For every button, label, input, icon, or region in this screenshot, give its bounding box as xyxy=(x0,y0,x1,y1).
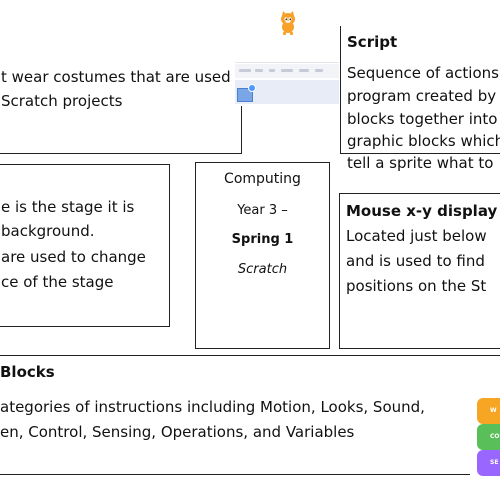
costumes-panel: t wear costumes that are used Scratch pr… xyxy=(0,30,242,154)
costumes-text-line-2: Scratch projects xyxy=(1,92,123,110)
sprite-tile-icon xyxy=(237,88,253,102)
script-line: graphic blocks which xyxy=(347,132,500,150)
block-category-label: SE xyxy=(490,459,499,466)
scratch-screenshot xyxy=(233,0,341,106)
thumbnail-sprite-pane xyxy=(235,80,339,104)
stage-panel: e is the stage it is background. are use… xyxy=(0,164,170,327)
block-category-label: W xyxy=(490,407,497,414)
mouse-xy-panel: Mouse x-y display Located just below and… xyxy=(339,193,500,349)
mouse-heading: Mouse x-y display xyxy=(346,202,498,220)
block-category-icon: SE xyxy=(477,450,500,476)
mouse-line: and is used to find xyxy=(346,252,485,270)
script-line: blocks together into xyxy=(347,110,498,128)
block-category-icon: W xyxy=(477,398,500,424)
costumes-text-line-1: t wear costumes that are used xyxy=(1,68,231,86)
script-heading: Script xyxy=(347,33,398,51)
topic-label: Scratch xyxy=(237,262,288,277)
stage-line: are used to change xyxy=(1,248,146,266)
stage-line: background. xyxy=(1,222,95,240)
thumbnail-stage xyxy=(235,0,339,63)
script-line: tell a sprite what to xyxy=(347,154,494,172)
block-category-icon: CO xyxy=(477,424,500,450)
blocks-line-2: en, Control, Sensing, Operations, and Va… xyxy=(0,423,355,441)
script-panel: Script Sequence of actions program creat… xyxy=(340,26,500,171)
stage-line: ce of the stage xyxy=(1,273,114,291)
term-label: Spring 1 xyxy=(231,232,294,247)
blocks-line-1: ategories of instructions including Moti… xyxy=(0,398,425,416)
blocks-bottom-rule xyxy=(0,474,470,475)
subject-title: Computing xyxy=(224,171,301,187)
blocks-heading: Blocks xyxy=(0,363,55,381)
scratch-cat-icon xyxy=(281,11,295,35)
stage-line: e is the stage it is xyxy=(1,198,135,216)
sprite-badge-icon xyxy=(248,84,256,92)
title-panel: Computing Year 3 – Spring 1 Scratch xyxy=(195,162,330,349)
mouse-line: Located just below xyxy=(346,227,487,245)
script-line: Sequence of actions xyxy=(347,64,499,82)
thumbnail-toolbar xyxy=(235,64,339,78)
year-label: Year 3 – xyxy=(237,203,288,218)
block-category-label: CO xyxy=(490,433,500,440)
mouse-line: positions on the St xyxy=(346,277,487,295)
script-line: program created by xyxy=(347,87,497,105)
blocks-top-rule xyxy=(0,355,500,356)
